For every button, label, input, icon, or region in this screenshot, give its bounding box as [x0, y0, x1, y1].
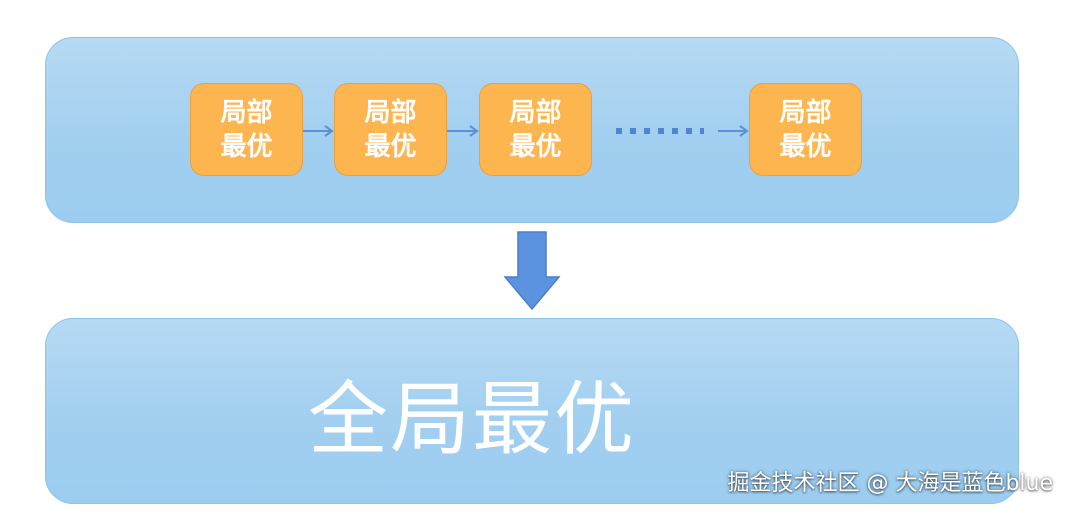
ellipsis-dots: [616, 128, 704, 134]
step-box-1: 局部最优: [190, 83, 303, 176]
watermark-text: 掘金技术社区 @ 大海是蓝色blue: [727, 471, 1053, 496]
step-label-3: 局部最优: [509, 97, 562, 162]
global-optimum-title-wrap: 全局最优: [45, 318, 1019, 504]
global-optimum-title: 全局最优: [308, 373, 636, 466]
step-label-4: 局部最优: [779, 97, 832, 162]
step-label-2: 局部最优: [364, 97, 417, 162]
step-box-3: 局部最优: [479, 83, 592, 176]
connector-arrow-1: [303, 125, 334, 137]
step-box-2: 局部最优: [334, 83, 447, 176]
connector-arrow-3: [718, 125, 749, 137]
global-optimum-panel: [45, 318, 1019, 504]
step-label-1: 局部最优: [220, 97, 273, 162]
connector-arrow-2: [447, 125, 479, 137]
step-box-4: 局部最优: [749, 83, 862, 176]
arrow-down-icon: [503, 231, 561, 311]
